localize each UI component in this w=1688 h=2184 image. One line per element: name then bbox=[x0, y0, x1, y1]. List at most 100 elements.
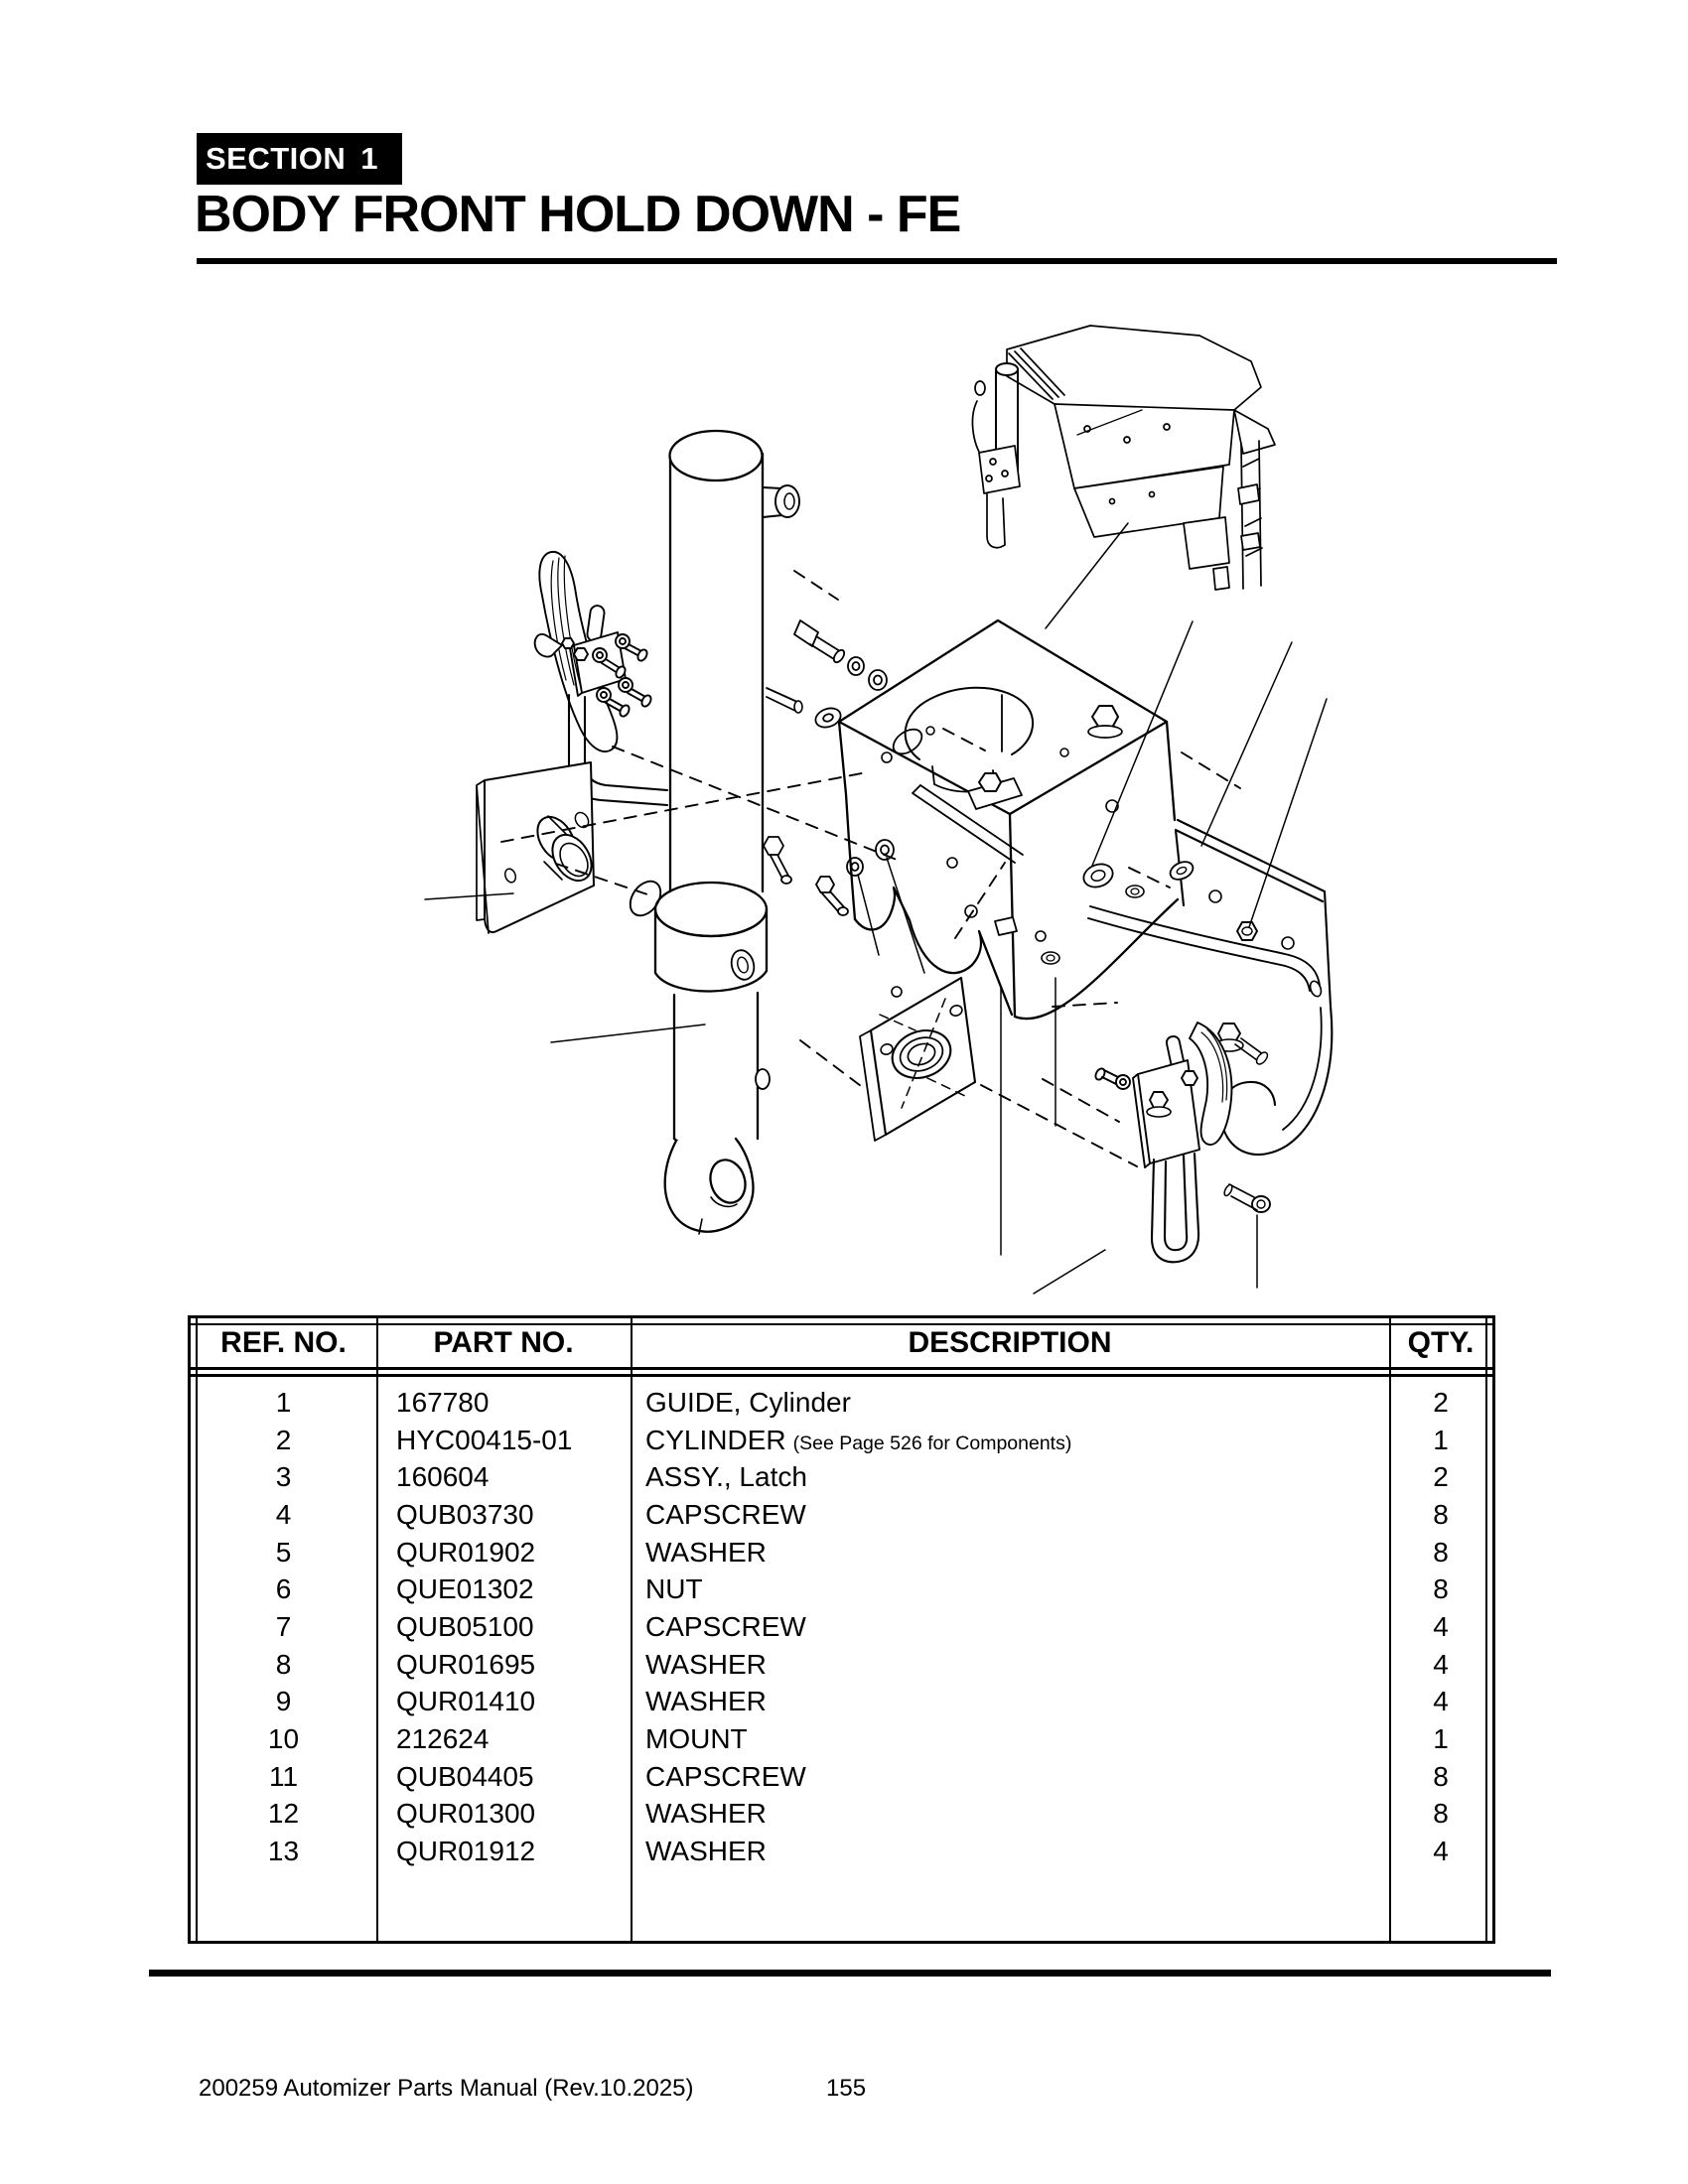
table-inner-border-right bbox=[1485, 1318, 1487, 1941]
cell-ref-no: 5 bbox=[275, 1536, 292, 1568]
column-divider bbox=[376, 1318, 378, 1941]
cell-description: WASHER bbox=[645, 1836, 767, 1867]
cell-part-no: QUB05100 bbox=[396, 1610, 534, 1642]
cell-ref-no: 1 bbox=[275, 1386, 292, 1418]
cell-description: WASHER bbox=[645, 1686, 767, 1717]
latch-assembly-left bbox=[533, 550, 669, 807]
table-inner-border-left bbox=[196, 1318, 198, 1941]
cell-qty: 4 bbox=[1433, 1686, 1449, 1717]
footer-page-number: 155 bbox=[826, 2075, 867, 2102]
column-divider bbox=[631, 1318, 633, 1941]
cell-description: GUIDE, Cylinder bbox=[645, 1386, 851, 1418]
cell-part-no: QUR01902 bbox=[396, 1536, 536, 1568]
table-header-row: REF. NO. PART NO. DESCRIPTION QTY. bbox=[191, 1318, 1492, 1367]
cell-ref-no: 13 bbox=[267, 1836, 300, 1867]
cell-qty: 8 bbox=[1433, 1760, 1449, 1792]
section-badge: SECTION 1 bbox=[197, 133, 402, 185]
cell-description: CAPSCREW bbox=[645, 1610, 806, 1642]
table-row: 2 HYC00415-01 CYLINDER(See Page 526 for Co… bbox=[191, 1422, 1492, 1459]
header-part-no: PART NO. bbox=[433, 1325, 574, 1359]
cell-description: ASSY., Latch bbox=[645, 1461, 807, 1493]
leader-lines bbox=[424, 522, 1328, 1295]
cell-description: CAPSCREW bbox=[645, 1498, 806, 1530]
cell-qty: 1 bbox=[1433, 1424, 1449, 1455]
title-rule bbox=[197, 258, 1557, 264]
cell-qty: 4 bbox=[1433, 1648, 1449, 1680]
cell-part-no: 160604 bbox=[396, 1461, 490, 1493]
cell-description: MOUNT bbox=[645, 1723, 748, 1755]
table-row: 6 QUE01302 NUT 8 bbox=[191, 1570, 1492, 1608]
bottom-rule bbox=[149, 1970, 1551, 1977]
cell-qty: 2 bbox=[1433, 1386, 1449, 1418]
cell-qty: 8 bbox=[1433, 1536, 1449, 1568]
cell-part-no: QUR01300 bbox=[396, 1798, 536, 1830]
cell-description: CYLINDER(See Page 526 for Components) bbox=[645, 1424, 1072, 1455]
cell-qty: 8 bbox=[1433, 1573, 1449, 1605]
cell-part-no: QUB03730 bbox=[396, 1498, 534, 1530]
table-row: 7 QUB05100 CAPSCREW 4 bbox=[191, 1608, 1492, 1646]
flange-plate bbox=[859, 976, 977, 1142]
section-label: SECTION bbox=[206, 141, 347, 176]
header-description: DESCRIPTION bbox=[908, 1325, 1112, 1359]
column-divider bbox=[1389, 1318, 1391, 1941]
cell-qty: 8 bbox=[1433, 1798, 1449, 1830]
header-separator bbox=[191, 1367, 1492, 1377]
table-row: 10 212624 MOUNT 1 bbox=[191, 1720, 1492, 1758]
cell-ref-no: 2 bbox=[275, 1424, 292, 1455]
cell-description: WASHER bbox=[645, 1648, 767, 1680]
cell-part-no: QUE01302 bbox=[396, 1573, 534, 1605]
table-row: 11 QUB04405 CAPSCREW 8 bbox=[191, 1758, 1492, 1796]
dashed-alignment-lines bbox=[500, 570, 1241, 1167]
cell-part-no: QUR01695 bbox=[396, 1648, 536, 1680]
section-number: 1 bbox=[360, 141, 378, 176]
table-row: 4 QUB03730 CAPSCREW 8 bbox=[191, 1496, 1492, 1534]
assembled-view-inset bbox=[971, 325, 1276, 591]
right-panel bbox=[1087, 818, 1334, 1156]
cell-part-no: QUB04405 bbox=[396, 1760, 534, 1792]
table-row: 3 160604 ASSY., Latch 2 bbox=[191, 1458, 1492, 1496]
cell-qty: 4 bbox=[1433, 1610, 1449, 1642]
cell-part-no: QUR01912 bbox=[396, 1836, 536, 1867]
cell-qty: 1 bbox=[1433, 1723, 1449, 1755]
cell-ref-no: 4 bbox=[275, 1498, 292, 1530]
cell-description: CAPSCREW bbox=[645, 1760, 806, 1792]
cell-ref-no: 6 bbox=[275, 1573, 292, 1605]
table-row: 9 QUR01410 WASHER 4 bbox=[191, 1684, 1492, 1721]
header-qty: QTY. bbox=[1407, 1325, 1475, 1359]
mount-plate bbox=[476, 761, 595, 934]
cell-ref-no: 7 bbox=[275, 1610, 292, 1642]
cell-description: WASHER bbox=[645, 1536, 767, 1568]
table-row: 1 167780 GUIDE, Cylinder 2 bbox=[191, 1384, 1492, 1422]
cell-ref-no: 8 bbox=[275, 1648, 292, 1680]
cell-part-no: 167780 bbox=[396, 1386, 490, 1418]
cell-description: WASHER bbox=[645, 1798, 767, 1830]
cell-part-no: HYC00415-01 bbox=[396, 1424, 573, 1455]
table-inner-border-top bbox=[191, 1323, 1492, 1325]
cylinder bbox=[629, 429, 803, 1235]
table-row: 12 QUR01300 WASHER 8 bbox=[191, 1796, 1492, 1834]
cell-ref-no: 9 bbox=[275, 1686, 292, 1717]
cell-description: NUT bbox=[645, 1573, 703, 1605]
cell-ref-no: 12 bbox=[267, 1798, 300, 1830]
cell-ref-no: 10 bbox=[267, 1723, 300, 1755]
center-bracket bbox=[837, 618, 1180, 1021]
latch-assembly-right bbox=[1094, 1022, 1271, 1264]
cell-qty: 8 bbox=[1433, 1498, 1449, 1530]
table-row: 13 QUR01912 WASHER 4 bbox=[191, 1833, 1492, 1870]
table-row: 5 QUR01902 WASHER 8 bbox=[191, 1534, 1492, 1571]
cell-ref-no: 11 bbox=[268, 1760, 299, 1792]
cell-description-note: (See Page 526 for Components) bbox=[792, 1432, 1072, 1454]
footer-manual-title: 200259 Automizer Parts Manual (Rev.10.20… bbox=[199, 2075, 694, 2102]
cell-ref-no: 3 bbox=[275, 1461, 292, 1493]
header-ref-no: REF. NO. bbox=[220, 1325, 347, 1359]
cell-part-no: QUR01410 bbox=[396, 1686, 536, 1717]
cell-qty: 4 bbox=[1433, 1836, 1449, 1867]
cell-part-no: 212624 bbox=[396, 1723, 490, 1755]
hardware-cluster bbox=[763, 619, 895, 916]
cell-qty: 2 bbox=[1433, 1461, 1449, 1493]
table-row: 8 QUR01695 WASHER 4 bbox=[191, 1646, 1492, 1684]
